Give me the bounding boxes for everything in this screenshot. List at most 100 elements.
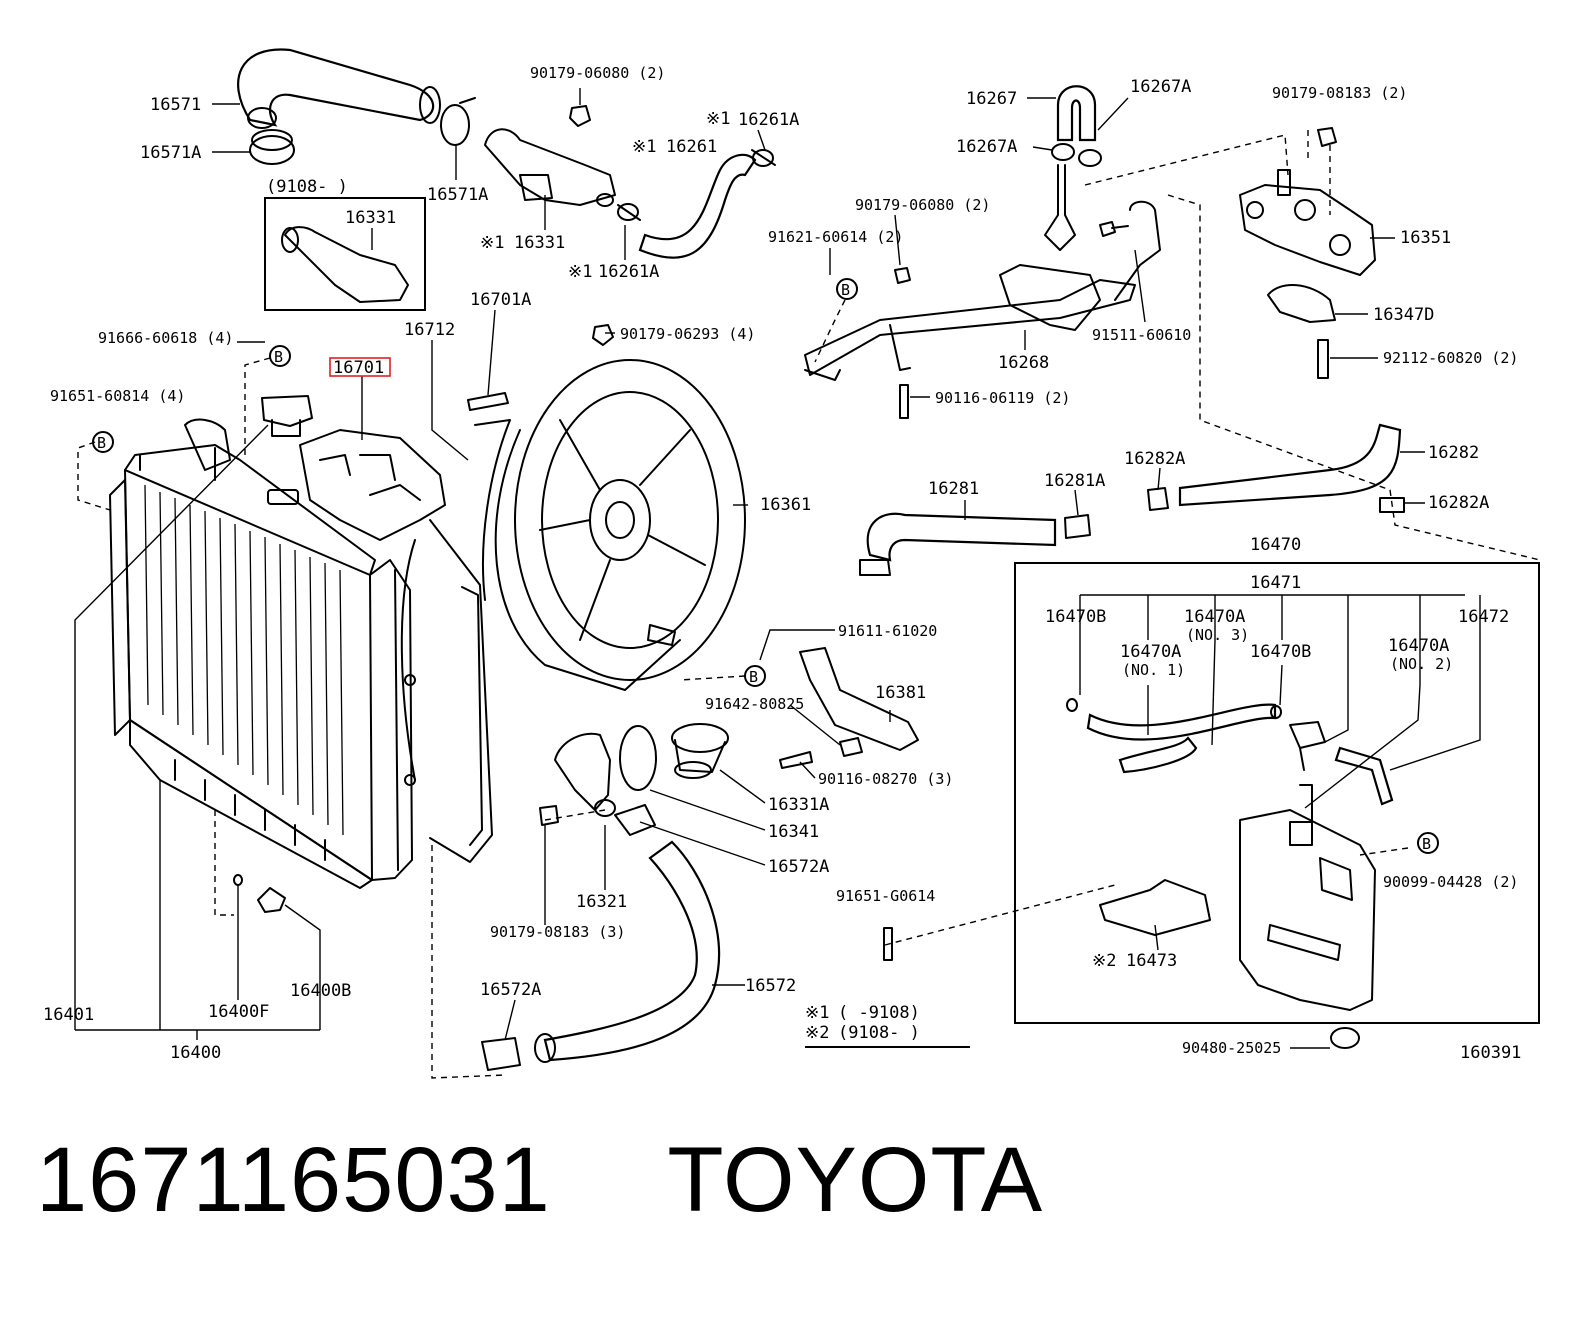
water-outlet-variant-drawing [281,226,409,303]
diagram-id: 160391 [1460,1043,1521,1063]
label-16351: 16351 [1400,228,1451,248]
star-mark-1: ※1 [805,1003,829,1023]
pipe-bracket-drawing [1044,164,1076,251]
bypass-hose-drawing [638,153,757,259]
star-mark-2: ※2 [1092,951,1116,971]
label-16572A: 16572A [768,857,829,877]
label-90179-08183: 90179-08183 (2) [1272,84,1407,102]
hose-clamp-icon [440,97,476,146]
label-16331: 16331 [514,233,565,253]
label-91666-60618: 91666-60618 (4) [98,329,233,347]
hose-clamp-icon [1051,143,1102,167]
label-91651-60814: 91651-60814 (4) [50,387,185,405]
label-16281: 16281 [928,479,979,499]
drain-cock-icon [257,887,286,913]
svg-text:B: B [841,281,850,299]
overflow-hose-drawing [1086,703,1277,741]
hose-clamp-icon [617,203,641,221]
bolt-icon [839,737,863,757]
note-star1-range: ( -9108) [838,1003,920,1023]
label-16267: 16267 [966,89,1017,109]
label-16471: 16471 [1250,573,1301,593]
label-16470B: 16470B [1250,642,1311,662]
nut-icon [569,105,591,127]
svg-text:B: B [1422,835,1431,853]
label-16381: 16381 [875,683,926,703]
hose-clamp-icon [859,559,891,576]
label-16347D: 16347D [1373,305,1434,325]
ref-marker-b: B [836,278,858,300]
label-90116-08270: 90116-08270 (3) [818,770,953,788]
radiator-drawing [109,418,416,889]
label-no1: (NO. 1) [1122,661,1185,679]
reservoir-bracket-drawing [1099,879,1211,936]
label-16331A: 16331A [768,795,829,815]
star-mark-1: ※1 [480,233,504,253]
caption-part-number: 1671165031 [36,1129,551,1231]
svg-text:B: B [274,348,283,366]
label-16261: 16261 [666,137,717,157]
label-variant-range: (9108- ) [266,177,348,197]
gasket-ring-icon [619,725,657,791]
star-mark-1: ※1 [706,109,730,129]
thermostat-icon [671,723,729,779]
hose-clamp-icon [249,129,295,165]
star-mark-2: ※2 [805,1023,829,1043]
label-16470B: 16470B [1045,607,1106,627]
water-outlet-drawing [484,128,616,207]
radiator-cap-icon [261,395,313,437]
label-16400B: 16400B [290,981,351,1001]
star-mark-1: ※1 [632,137,656,157]
note-star2-range: (9108- ) [838,1023,920,1043]
label-16473: 16473 [1126,951,1177,971]
bracket-drawing [799,647,919,751]
water-inlet-drawing [554,732,616,817]
nut-icon [592,324,614,346]
label-16341: 16341 [768,822,819,842]
leader-lines [74,88,1481,1049]
label-90179-06080: 90179-06080 (2) [530,64,665,82]
label-90480-25025: 90480-25025 [1182,1039,1281,1057]
reservoir-group-box [1014,562,1540,1024]
label-16282A: 16282A [1428,493,1489,513]
upper-radiator-hose-drawing [237,48,441,129]
label-16361: 16361 [760,495,811,515]
label-91642-80825: 91642-80825 [705,695,804,713]
cooling-fan-drawing [494,359,746,691]
label-16267A: 16267A [956,137,1017,157]
variant-box-16331 [264,197,426,311]
label-90099-04428: 90099-04428 (2) [1383,873,1518,891]
label-16712: 16712 [404,320,455,340]
svg-text:B: B [97,434,106,452]
heater-hose-drawing [1178,423,1402,507]
label-no2: (NO. 2) [1390,655,1453,673]
highlight-box [329,357,391,377]
label-16701A: 16701A [470,290,531,310]
caption: 1671165031 TOYOTA [36,1128,1043,1233]
label-16572A: 16572A [480,980,541,1000]
bolt-icon [883,927,893,961]
hose-clamp-icon [751,149,776,167]
label-16321: 16321 [576,892,627,912]
label-91651-G0614: 91651-G0614 [836,887,935,905]
shroud-seal-drawing [467,392,511,601]
ref-marker-b: B [269,345,291,367]
label-16401: 16401 [43,1005,94,1025]
label-16400: 16400 [170,1043,221,1063]
label-92112-60820: 92112-60820 (2) [1383,349,1518,367]
label-16261A: 16261A [738,110,799,130]
ref-marker-b: B [1417,832,1439,854]
lower-radiator-hose-drawing [543,840,720,1062]
label-16282A: 16282A [1124,449,1185,469]
fan-shroud-drawing [400,519,493,863]
ref-marker-b: B [744,665,766,687]
label-90179-06080: 90179-06080 (2) [855,196,990,214]
hose-clamp-icon [1064,514,1091,539]
nut-icon [1317,127,1337,147]
label-90116-06119: 90116-06119 (2) [935,389,1070,407]
nut-icon [539,805,559,826]
reservoir-tank-drawing [1239,784,1376,1011]
label-16571A: 16571A [140,143,201,163]
stud-icon [899,384,909,419]
label-90179-08183: 90179-08183 (3) [490,923,625,941]
